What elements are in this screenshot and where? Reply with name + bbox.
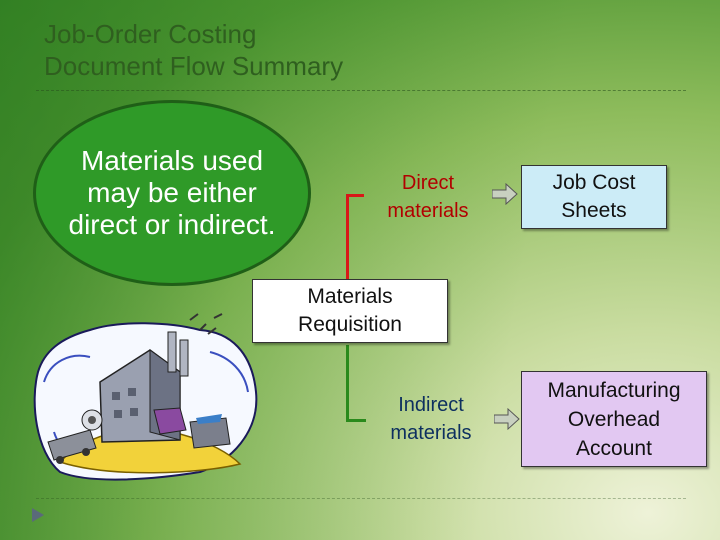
title-line-1: Job-Order Costing — [44, 19, 257, 49]
indirect-path-horizontal — [346, 419, 366, 422]
direct-label-line-2: materials — [387, 200, 469, 222]
job-cost-line-2: Sheets — [561, 199, 627, 222]
moh-line-2: Overhead — [567, 407, 661, 431]
direct-path-horizontal — [346, 194, 364, 197]
moh-line-3: Account — [576, 436, 652, 460]
job-cost-sheets-box: Job Cost Sheets — [521, 165, 667, 229]
requisition-line-2: Requisition — [298, 313, 402, 336]
indirect-materials-label: Indirect materials — [366, 391, 496, 447]
play-triangle-icon[interactable] — [30, 507, 46, 523]
direct-path-vertical — [346, 194, 349, 280]
indirect-arrow-icon — [494, 408, 520, 430]
job-cost-line-1: Job Cost — [552, 171, 636, 194]
title-line-2: Document Flow Summary — [44, 51, 344, 81]
requisition-line-1: Materials — [307, 285, 393, 308]
direct-arrow-icon — [492, 183, 518, 205]
factory-clipart — [33, 313, 258, 481]
direct-materials-label: Direct materials — [366, 169, 490, 225]
manufacturing-overhead-box: Manufacturing Overhead Account — [521, 371, 707, 467]
indirect-label-line-1: Indirect — [398, 394, 464, 416]
slide-title: Job-Order Costing Document Flow Summary — [44, 18, 544, 82]
callout-oval: Materials used may be either direct or i… — [36, 103, 308, 283]
indirect-path-vertical — [346, 345, 349, 421]
title-divider — [36, 90, 686, 91]
callout-text: Materials used may be either direct or i… — [68, 145, 276, 240]
moh-line-1: Manufacturing — [547, 378, 681, 402]
direct-label-line-1: Direct — [401, 172, 455, 194]
materials-requisition-box: Materials Requisition — [252, 279, 448, 343]
indirect-label-line-2: materials — [390, 422, 472, 444]
footer-divider — [36, 498, 686, 499]
